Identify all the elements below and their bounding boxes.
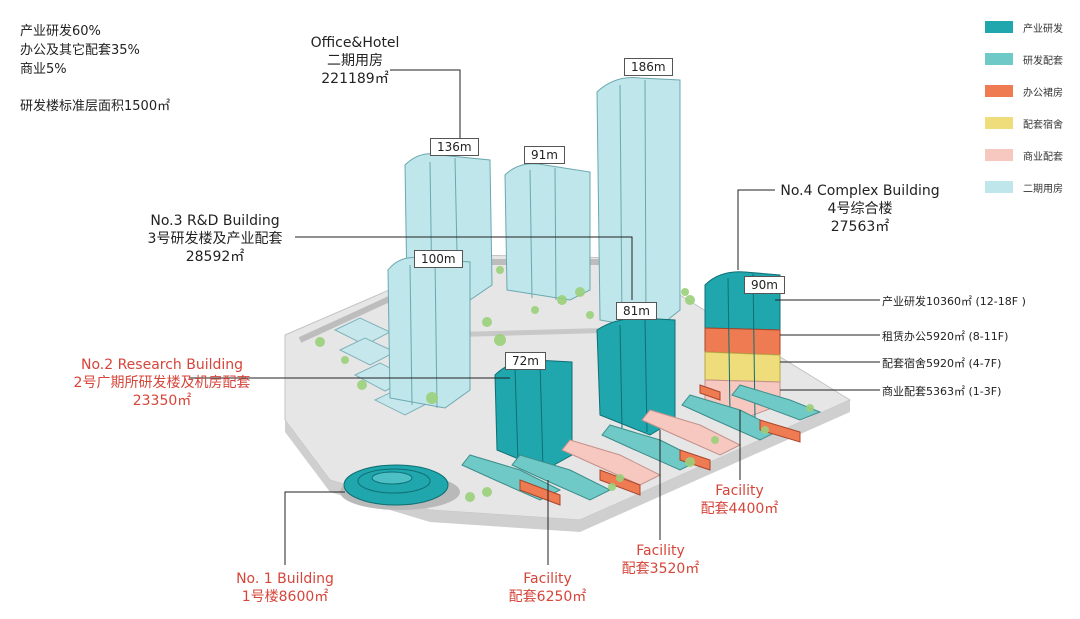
facility-1-label: Facility 配套6250㎡ — [500, 570, 595, 606]
no2-area: 23350㎡ — [62, 392, 262, 410]
height-tag-81m: 81m — [616, 302, 657, 320]
facility-2-label: Facility 配套3520㎡ — [613, 542, 708, 578]
legend-item: 配套宿舍 — [985, 114, 1075, 132]
legend-item: 研发配套 — [985, 50, 1075, 68]
facility-2-cn: 配套3520㎡ — [613, 560, 708, 578]
legend-label: 产业研发 — [1023, 20, 1063, 35]
facility-3-label: Facility 配套4400㎡ — [692, 482, 787, 518]
legend-swatch — [985, 181, 1013, 193]
height-tag-186m: 186m — [624, 58, 673, 76]
no1-cn: 1号楼8600㎡ — [225, 588, 345, 606]
floor-label: 租赁办公5920㎡ (8-11F) — [880, 328, 1010, 344]
height-tag-90m: 90m — [744, 276, 785, 294]
height-tag-72m: 72m — [505, 352, 546, 370]
no4-label: No.4 Complex Building 4号综合楼 27563㎡ — [775, 182, 945, 236]
no1-label: No. 1 Building 1号楼8600㎡ — [225, 570, 345, 606]
office-hotel-en: Office&Hotel — [290, 34, 420, 52]
legend-label: 研发配套 — [1023, 52, 1063, 67]
tower-100m — [388, 258, 470, 409]
no3-en: No.3 R&D Building — [135, 212, 295, 230]
no3-area: 28592㎡ — [135, 248, 295, 266]
legend-label: 办公裙房 — [1023, 84, 1063, 99]
tower-72m — [495, 360, 572, 470]
facility-2-en: Facility — [613, 542, 708, 560]
legend-item: 产业研发 — [985, 18, 1075, 36]
stats-block: 产业研发60% 办公及其它配套35% 商业5% 研发楼标准层面积1500㎡ — [20, 22, 170, 116]
no4-en: No.4 Complex Building — [775, 182, 945, 200]
facility-1-cn: 配套6250㎡ — [500, 588, 595, 606]
floor-label: 产业研发10360㎡ (12-18F ) — [880, 293, 1028, 309]
legend-swatch — [985, 117, 1013, 129]
no3-cn: 3号研发楼及产业配套 — [135, 230, 295, 248]
no2-label: No.2 Research Building 2号广期所研发楼及机房配套 233… — [62, 356, 262, 410]
legend-swatch — [985, 21, 1013, 33]
legend-item: 二期用房 — [985, 178, 1075, 196]
legend-label: 商业配套 — [1023, 148, 1063, 163]
height-tag-91m: 91m — [524, 146, 565, 164]
stats-line: 研发楼标准层面积1500㎡ — [20, 97, 170, 116]
legend-label: 二期用房 — [1023, 180, 1063, 195]
no4-cn: 4号综合楼 — [775, 200, 945, 218]
height-tag-136m: 136m — [430, 138, 479, 156]
stats-line: 产业研发60% — [20, 22, 170, 41]
legend-swatch — [985, 85, 1013, 97]
stats-line: 办公及其它配套35% — [20, 41, 170, 60]
facility-1-en: Facility — [500, 570, 595, 588]
legend-item: 商业配套 — [985, 146, 1075, 164]
facility-3-en: Facility — [692, 482, 787, 500]
facility-3-cn: 配套4400㎡ — [692, 500, 787, 518]
tower-186m — [597, 78, 680, 330]
no2-cn: 2号广期所研发楼及机房配套 — [62, 374, 262, 392]
floor-label: 商业配套5363㎡ (1-3F) — [880, 383, 1003, 399]
office-hotel-area: 221189㎡ — [290, 70, 420, 88]
legend-label: 配套宿舍 — [1023, 116, 1063, 131]
no4-area: 27563㎡ — [775, 218, 945, 236]
tower-91m — [505, 164, 590, 300]
office-hotel-label: Office&Hotel 二期用房 221189㎡ — [290, 34, 420, 88]
legend-item: 办公裙房 — [985, 82, 1075, 100]
office-hotel-cn: 二期用房 — [290, 52, 420, 70]
legend: 产业研发 研发配套 办公裙房 配套宿舍 商业配套 二期用房 — [985, 18, 1075, 210]
no3-label: No.3 R&D Building 3号研发楼及产业配套 28592㎡ — [135, 212, 295, 266]
height-tag-100m: 100m — [414, 250, 463, 268]
floor-label: 配套宿舍5920㎡ (4-7F) — [880, 355, 1003, 371]
no2-en: No.2 Research Building — [62, 356, 262, 374]
legend-swatch — [985, 149, 1013, 161]
no1-en: No. 1 Building — [225, 570, 345, 588]
legend-swatch — [985, 53, 1013, 65]
stats-line: 商业5% — [20, 60, 170, 79]
